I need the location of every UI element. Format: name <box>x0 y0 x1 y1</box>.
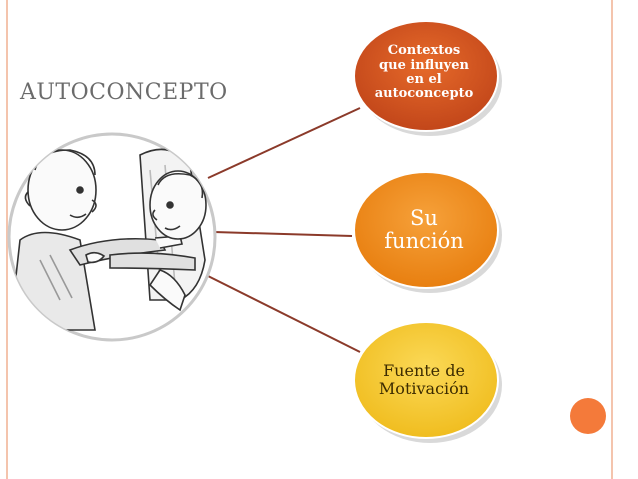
connector-bottom <box>205 274 361 353</box>
node-text-fuente-motivacion: Fuente de Motivación <box>378 361 470 398</box>
node-fuente-motivacion <box>353 321 502 443</box>
connector-top <box>207 107 361 179</box>
mirror-illustration <box>7 132 217 342</box>
node-text-contextos: Contextos que influyen en el autoconcept… <box>374 43 474 102</box>
node-su-funcion <box>353 171 502 293</box>
slide-border-right <box>611 0 613 479</box>
node-contextos <box>353 20 502 136</box>
node-label-fuente-motivacion: Fuente de Motivación <box>352 325 496 435</box>
node-label-contextos: Contextos que influyen en el autoconcept… <box>352 18 496 128</box>
slide-title: AUTOCONCEPTO <box>20 80 228 105</box>
decorative-dot <box>570 398 606 434</box>
connector-middle <box>213 231 353 237</box>
slide-border-left <box>6 0 8 479</box>
node-text-su-funcion: Su función <box>384 205 464 253</box>
node-label-su-funcion: Su función <box>352 175 496 285</box>
